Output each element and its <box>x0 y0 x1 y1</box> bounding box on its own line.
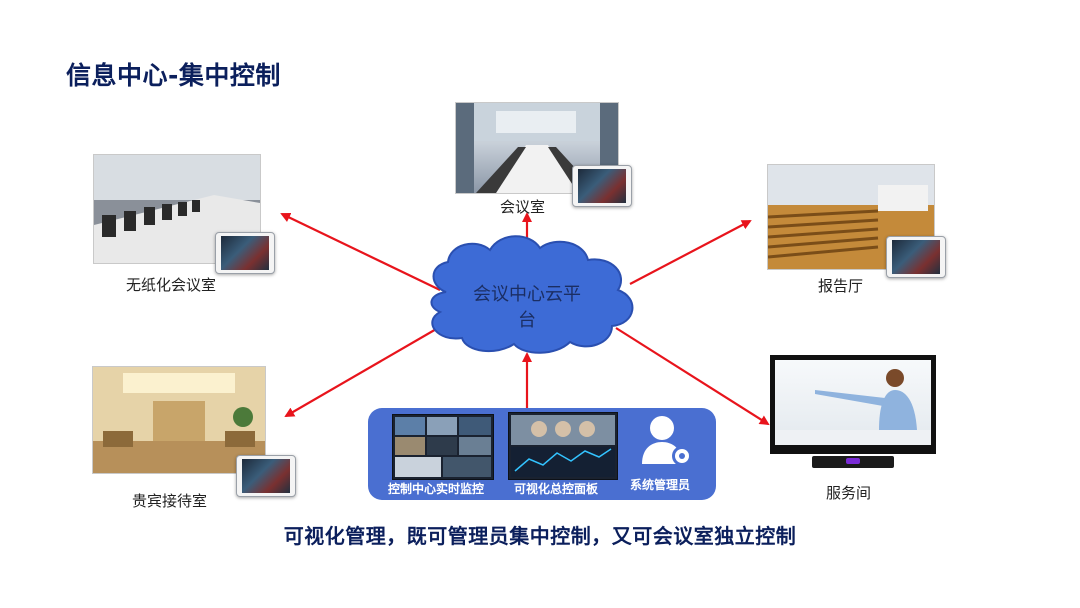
arrow-to-bottom-left <box>284 327 439 418</box>
arrow-to-top-left <box>280 212 441 291</box>
caption-vip-room: 贵宾接待室 <box>132 492 208 510</box>
cloud-shape <box>430 235 634 354</box>
monitor-dashboard <box>508 412 618 480</box>
cloud-label-line1: 会议中心云平 <box>473 284 581 305</box>
admin-user-icon <box>640 414 694 470</box>
caption-meeting-room: 会议室 <box>500 198 546 216</box>
bottom-caption: 可视化管理，既可管理员集中控制，又可会议室独立控制 <box>283 524 797 548</box>
tv-stand-logo <box>846 458 860 464</box>
caption-lecture-hall: 报告厅 <box>818 277 864 295</box>
label-system-admin: 系统管理员 <box>630 478 691 492</box>
tablet-top <box>572 165 632 207</box>
control-console-panel: 控制中心实时监控 可视化总控面板 系统管理员 <box>368 408 716 500</box>
tablet-top-right <box>886 236 946 278</box>
cloud-label-line2: 台 <box>518 310 536 331</box>
label-visual-dashboard: 可视化总控面板 <box>514 482 599 496</box>
page-title: 信息中心-集中控制 <box>66 61 281 90</box>
label-realtime-monitor: 控制中心实时监控 <box>388 482 485 496</box>
paperless-room-photo <box>93 154 261 264</box>
service-room-tv <box>770 355 936 454</box>
cloud-platform-label: 会议中心云平 台 <box>456 282 598 334</box>
caption-paperless-room: 无纸化会议室 <box>126 276 217 294</box>
caption-service-room: 服务间 <box>826 484 872 502</box>
tablet-bottom-left <box>236 455 296 497</box>
tablet-top-left <box>215 232 275 274</box>
meeting-room-photo <box>455 102 619 194</box>
monitor-realtime <box>392 414 494 480</box>
arrow-to-top-right <box>629 220 752 285</box>
arrow-to-bottom-right <box>615 327 770 426</box>
